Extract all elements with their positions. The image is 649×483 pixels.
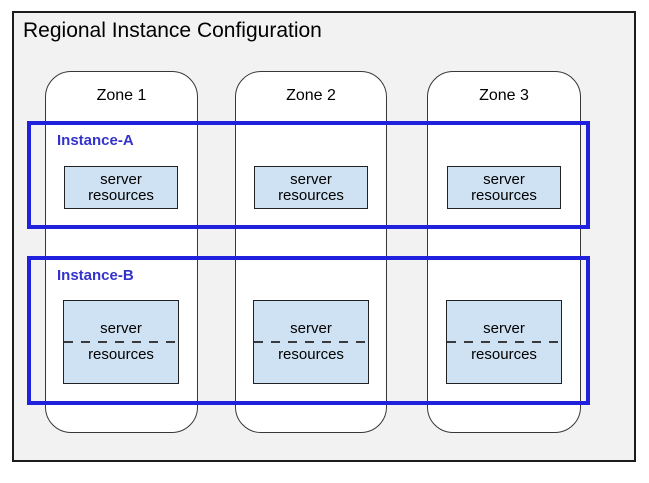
server-resources-label-line2: resources — [471, 186, 537, 204]
server-resources-label-line1: server — [290, 320, 332, 337]
dashed-split-line — [64, 341, 178, 343]
server-resources-label-line2: resources — [278, 346, 344, 363]
server-resources-label-line2: resources — [278, 186, 344, 204]
diagram-title: Regional Instance Configuration — [23, 19, 322, 42]
server-resources-label-line2: resources — [88, 186, 154, 204]
server-resources-box-instance-b-zone-3: server resources — [446, 300, 562, 384]
server-resources-label-line1: server — [100, 170, 142, 188]
server-resources-label-line1: server — [483, 320, 525, 337]
instance-b-label: Instance-B — [57, 267, 134, 284]
server-resources-label-line2: resources — [471, 346, 537, 363]
dashed-split-line — [447, 341, 561, 343]
server-resources-label-line2: resources — [88, 346, 154, 363]
zone-3-label: Zone 3 — [479, 87, 529, 104]
server-resources-box-instance-a-zone-1: server resources — [64, 166, 178, 209]
server-resources-label-line1: server — [100, 320, 142, 337]
server-resources-label-line1: server — [483, 170, 525, 188]
dashed-split-line — [254, 341, 368, 343]
server-resources-box-instance-a-zone-3: server resources — [447, 166, 561, 209]
instance-a-label: Instance-A — [57, 132, 134, 149]
server-resources-box-instance-b-zone-1: server resources — [63, 300, 179, 384]
server-resources-label-line1: server — [290, 170, 332, 188]
server-resources-box-instance-b-zone-2: server resources — [253, 300, 369, 384]
zone-1-label: Zone 1 — [96, 87, 147, 104]
server-resources-box-instance-a-zone-2: server resources — [254, 166, 368, 209]
zone-2-label: Zone 2 — [286, 87, 336, 104]
